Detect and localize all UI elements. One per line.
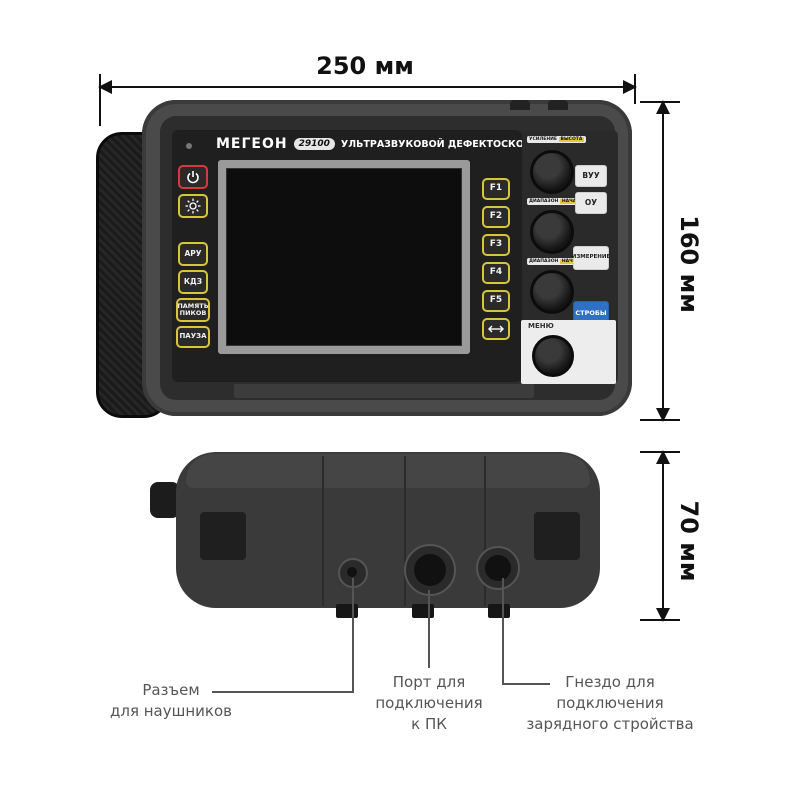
charger-callout: Гнездо для подключения зарядного стройст… [512, 672, 708, 735]
height-tick-top [640, 101, 680, 103]
foot-1 [336, 604, 358, 618]
side-grip-right [534, 512, 580, 560]
charger-callout-vertical [502, 578, 504, 684]
charger-socket-hole [485, 555, 511, 581]
pc-port-callout: Порт для подключения к ПК [362, 672, 496, 735]
f2-button[interactable]: F2 [482, 206, 510, 228]
device-header: МЕГЕОН 29100 УЛЬТРАЗВУКОВОЙ ДЕФЕКТОСКОП [216, 134, 532, 154]
freeze-button[interactable] [482, 318, 510, 340]
side-encoder-knob [150, 482, 180, 518]
peak-memory-button[interactable]: ПАМЯТЬ ПИКОВ [176, 298, 210, 322]
foot-3 [488, 604, 510, 618]
sun-icon [185, 198, 201, 214]
width-tick-right [634, 74, 636, 104]
display-screen [218, 160, 470, 354]
f1-label: F1 [489, 183, 503, 194]
height-dimension-arrow [656, 100, 670, 422]
kdz-label: КДЗ [183, 277, 203, 287]
device-title: УЛЬТРАЗВУКОВОЙ ДЕФЕКТОСКОП [340, 138, 532, 150]
pause-button[interactable]: ПАУЗА [176, 326, 210, 348]
headphones-callout-vertical [352, 578, 354, 692]
side-grip-left [200, 512, 246, 560]
vuu-label: ВУУ [582, 171, 600, 181]
headphones-callout-line-2: для наушников [110, 702, 232, 720]
width-dimension-arrow [98, 80, 637, 94]
arrow-horizontal-icon [488, 325, 504, 333]
status-led [186, 143, 192, 149]
height-dimension-label: 160 мм [675, 215, 703, 313]
vuu-button[interactable]: ВУУ [575, 165, 607, 187]
charger-callout-horizontal [502, 683, 550, 685]
side-seam-1 [322, 456, 324, 606]
menu-knob[interactable] [532, 335, 574, 377]
width-dimension-label: 250 мм [316, 52, 414, 80]
f4-button[interactable]: F4 [482, 262, 510, 284]
range-knob[interactable] [530, 210, 574, 254]
headphones-callout-line-1: Разъем [142, 681, 200, 699]
model-badge: 29100 [293, 138, 335, 150]
depth-dimension-label: 70 мм [675, 500, 703, 582]
front-bottom-strip [234, 384, 534, 398]
gain-knob[interactable] [530, 150, 574, 194]
measure-button[interactable]: ИЗМЕРЕНИЕ [571, 246, 611, 270]
strobes-label: СТРОБЫ [575, 308, 607, 317]
height-tick-bottom [640, 419, 680, 421]
foot-2 [412, 604, 434, 618]
f3-button[interactable]: F3 [482, 234, 510, 256]
f5-button[interactable]: F5 [482, 290, 510, 312]
charger-callout-line-1: Гнездо для [565, 673, 655, 691]
kdz-button[interactable]: КДЗ [178, 270, 208, 294]
f5-label: F5 [489, 295, 503, 306]
pc-port-callout-line [428, 590, 430, 668]
knob-2-label: ДИАПАЗОН НАЧАЛО [527, 198, 588, 205]
menu-label: МЕНЮ [528, 322, 554, 330]
depth-tick-bottom [640, 619, 680, 621]
display-glass [226, 168, 462, 346]
f4-label: F4 [489, 267, 503, 278]
power-button[interactable] [178, 165, 208, 189]
offset-knob[interactable] [530, 270, 574, 314]
peak-memory-label-1: ПАМЯТЬ [177, 302, 209, 311]
top-connector-knob [510, 100, 530, 110]
knob-1-label: УСИЛЕНИЕ ВЫСОТА [527, 136, 587, 143]
depth-tick-top [640, 451, 680, 453]
headphones-callout-horizontal [212, 691, 354, 693]
aru-label: АРУ [184, 249, 202, 259]
pause-label: ПАУЗА [179, 332, 207, 341]
ou-label: ОУ [584, 198, 598, 208]
f1-button[interactable]: F1 [482, 178, 510, 200]
brand-logo: МЕГЕОН [216, 136, 288, 152]
power-icon [187, 171, 199, 184]
brightness-button[interactable] [178, 194, 208, 218]
ou-button[interactable]: ОУ [575, 192, 607, 214]
width-tick-left [99, 74, 101, 126]
charger-callout-line-2: подключения [556, 694, 664, 712]
depth-dimension-arrow [656, 450, 670, 622]
side-seam-3 [484, 456, 486, 606]
top-connector-knob-2 [548, 100, 568, 110]
side-seam-2 [404, 456, 406, 606]
f2-label: F2 [489, 211, 503, 222]
device-side-top [186, 454, 590, 488]
measure-label: ИЗМЕРЕНИЕ [571, 254, 611, 261]
pc-port-socket [414, 554, 446, 586]
headphones-callout: Разъем для наушников [96, 680, 246, 722]
charger-callout-line-3: зарядного стройства [526, 715, 694, 733]
pc-port-callout-line-1: Порт для [392, 673, 466, 691]
pc-port-callout-line-2: подключения [375, 694, 483, 712]
f3-label: F3 [489, 239, 503, 250]
peak-memory-label-2: ПИКОВ [179, 309, 207, 317]
pc-port-callout-line-3: к ПК [411, 715, 447, 733]
knob-3-label: ДИАПАЗОН НАЧАЛО [527, 258, 588, 265]
headphone-jack-hole [347, 567, 357, 577]
aru-button[interactable]: АРУ [178, 242, 208, 266]
